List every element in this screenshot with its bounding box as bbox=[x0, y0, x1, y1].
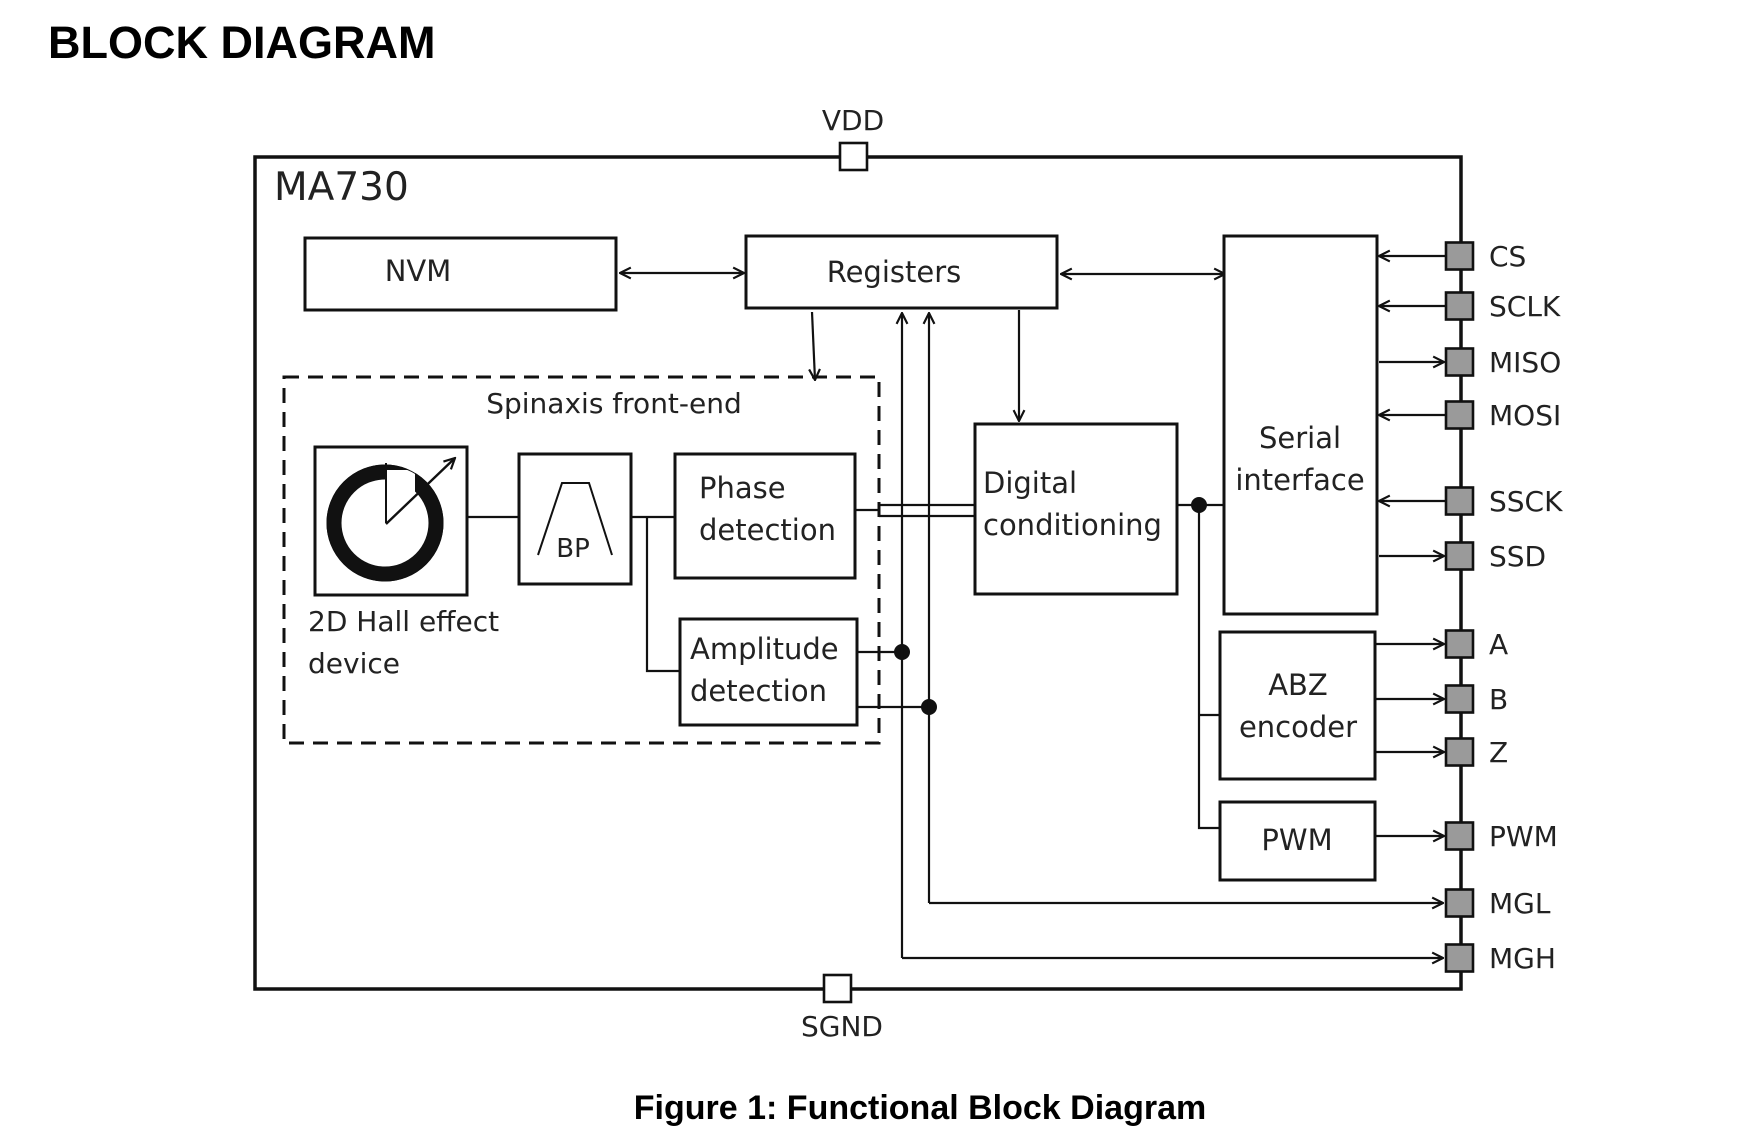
pin-label-miso: MISO bbox=[1489, 346, 1561, 379]
pin-mgl bbox=[1444, 888, 1475, 918]
pin-group: CS SCLK MISO MOSI SSCK SSD ABZ PWM MGL MGH bbox=[1444, 240, 1563, 975]
serial-label-line1: Serial bbox=[1259, 421, 1341, 455]
pwm-block-label: PWM bbox=[1261, 823, 1332, 857]
registers-label: Registers bbox=[827, 255, 962, 289]
pin-label-mgh: MGH bbox=[1489, 942, 1556, 975]
pin-sclk bbox=[1444, 291, 1475, 321]
sgnd-label: SGND bbox=[801, 1010, 883, 1043]
nvm-block bbox=[303, 236, 618, 312]
bandpass-label: BP bbox=[556, 534, 590, 564]
hall-label-line1: 2D Hall effect bbox=[308, 605, 499, 638]
frontend-title: Spinaxis front-end bbox=[486, 387, 742, 420]
serial-label-line2: interface bbox=[1235, 463, 1364, 497]
hall-label-line2: device bbox=[308, 647, 400, 680]
phase-detection-block bbox=[673, 452, 857, 580]
chip-name: MA730 bbox=[274, 165, 409, 210]
pin-ssd bbox=[1444, 541, 1475, 571]
digital-pwm-wire bbox=[1197, 505, 1220, 830]
registers-frontend-arrow bbox=[812, 311, 815, 380]
pin-label-b: B bbox=[1489, 683, 1508, 716]
vdd-pin bbox=[838, 141, 869, 172]
pin-label-mosi: MOSI bbox=[1489, 399, 1561, 432]
digital-label-line1: Digital bbox=[983, 466, 1077, 500]
bp-amplitude-wire bbox=[645, 517, 680, 673]
abz-label-line2: encoder bbox=[1239, 710, 1357, 744]
pin-label-ssck: SSCK bbox=[1489, 485, 1563, 518]
pin-a bbox=[1444, 629, 1475, 659]
pin-miso bbox=[1444, 347, 1475, 377]
pin-label-a: A bbox=[1489, 628, 1508, 661]
pin-mgh bbox=[1444, 943, 1475, 973]
pin-b bbox=[1444, 684, 1475, 714]
pin-label-pwm: PWM bbox=[1489, 820, 1558, 853]
registers-block bbox=[744, 234, 1059, 310]
abz-label-line1: ABZ bbox=[1268, 668, 1328, 702]
bandpass-block bbox=[517, 452, 633, 586]
vdd-label: VDD bbox=[822, 104, 884, 137]
serial-interface-block bbox=[1222, 234, 1379, 616]
digital-conditioning-block bbox=[973, 422, 1179, 596]
amplitude-label-line2: detection bbox=[690, 674, 827, 708]
sgnd-pin bbox=[822, 973, 853, 1004]
pin-cs bbox=[1444, 241, 1475, 271]
pin-label-mgl: MGL bbox=[1489, 887, 1551, 920]
pin-mosi bbox=[1444, 400, 1475, 430]
bandpass-icon bbox=[537, 482, 613, 556]
page-heading: BLOCK DIAGRAM bbox=[48, 17, 435, 68]
phase-label-line2: detection bbox=[699, 513, 836, 547]
figure-caption: Figure 1: Functional Block Diagram bbox=[634, 1089, 1206, 1127]
pin-pwm bbox=[1444, 821, 1475, 851]
digital-label-line2: conditioning bbox=[983, 508, 1162, 542]
amplitude-detection-block bbox=[678, 617, 859, 727]
phase-label-line1: Phase bbox=[699, 471, 786, 505]
nvm-label: NVM bbox=[385, 254, 452, 288]
hall-sensor-icon bbox=[326, 458, 455, 582]
pin-z bbox=[1444, 737, 1475, 767]
abz-encoder-block bbox=[1218, 630, 1377, 781]
pin-label-z: Z bbox=[1489, 736, 1508, 769]
pin-ssck bbox=[1444, 486, 1475, 516]
amplitude-label-line1: Amplitude bbox=[690, 632, 839, 666]
pin-label-ssd: SSD bbox=[1489, 540, 1546, 573]
spinaxis-frontend-group bbox=[282, 375, 881, 745]
pin-label-cs: CS bbox=[1489, 240, 1526, 273]
pwm-block bbox=[1218, 800, 1377, 882]
pin-label-sclk: SCLK bbox=[1489, 290, 1561, 323]
